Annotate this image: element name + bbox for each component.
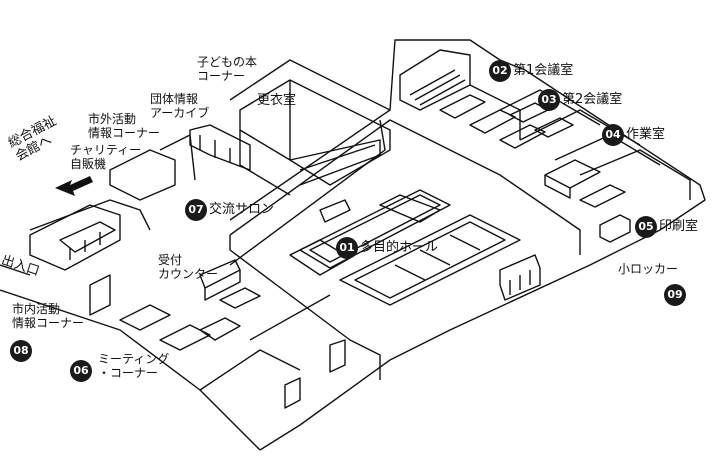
room-09-text: 小ロッカー — [618, 262, 679, 276]
hall-panel — [379, 194, 441, 223]
room-09-label: 09 — [664, 284, 686, 306]
changing-room — [239, 79, 391, 186]
room-01-badge: 01 — [336, 237, 358, 259]
room-06-text: ミーティング ・コーナー — [98, 352, 170, 380]
vending-area — [109, 149, 176, 201]
hall-wall-left — [229, 119, 581, 255]
room-03-badge: 03 — [538, 89, 560, 111]
kids-books-label: 子どもの本 コーナー — [197, 55, 258, 83]
room-07-badge: 07 — [185, 199, 207, 221]
charity-vending-label: チャリティー 自販機 — [70, 143, 142, 171]
outside-info-label: 市外活動 情報コーナー — [88, 112, 161, 140]
outer-wall — [229, 39, 706, 451]
reception-label: 受付 カウンター — [158, 253, 219, 281]
welfare-block — [29, 204, 121, 271]
room-05-badge: 05 — [635, 216, 657, 238]
changing-room-label: 更衣室 — [257, 93, 297, 108]
room-06-label: 06 — [70, 360, 92, 382]
room-08-text: 市内活動 情報コーナー — [12, 302, 85, 330]
room-02-badge: 02 — [489, 60, 511, 82]
room-06-badge: 06 — [70, 360, 92, 382]
room-09-badge: 09 — [664, 284, 686, 306]
room-08-badge: 08 — [10, 340, 32, 362]
archive-shelves — [189, 124, 251, 171]
group-archive-label: 団体情報 アーカイブ — [150, 92, 210, 120]
corridor-wall — [0, 289, 261, 451]
welfare-arrow-icon — [55, 176, 93, 196]
hall-panel — [299, 189, 451, 269]
room-08-label: 08 — [10, 340, 32, 362]
small-lockers — [499, 254, 541, 301]
hall-panel — [339, 214, 521, 306]
room-04-badge: 04 — [602, 124, 624, 146]
